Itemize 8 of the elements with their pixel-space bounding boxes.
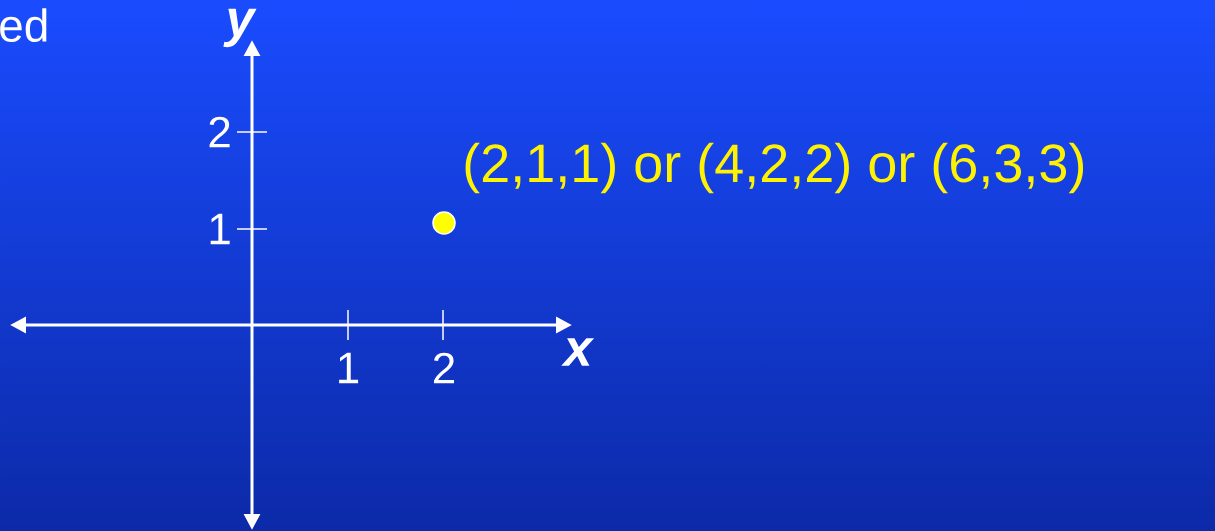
tick-label: 2 — [209, 116, 230, 148]
axis-label: y — [223, 8, 257, 48]
tick-label: 1 — [210, 213, 230, 245]
axis-label: x — [561, 338, 595, 366]
heading-text: ed — [0, 8, 47, 42]
tick-label: 2 — [434, 352, 455, 384]
point-label: (2,1,1) or (4,2,2) or (6,3,3) — [465, 142, 1084, 194]
tick-label: 1 — [339, 352, 359, 384]
